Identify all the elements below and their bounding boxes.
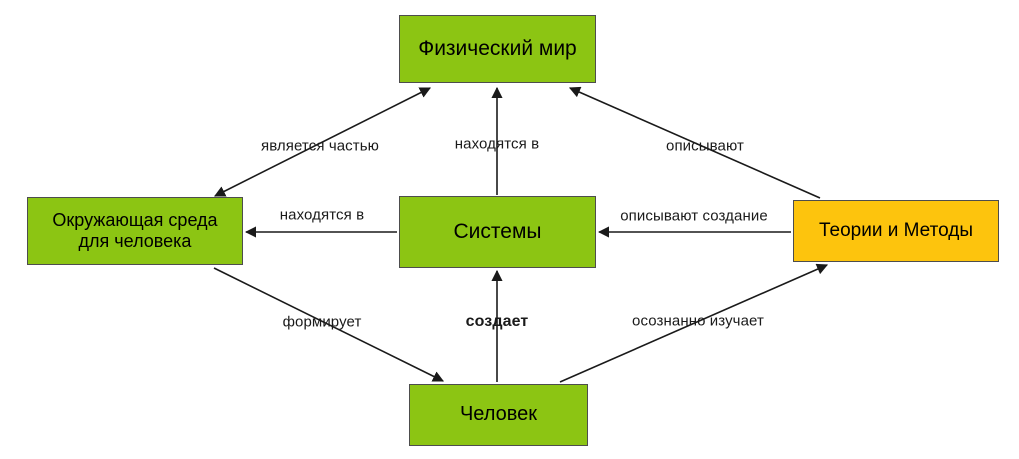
edge-label-environment-physical-world: является частью <box>260 137 380 155</box>
edge-label-theories-physical-world: описывают <box>666 137 744 155</box>
edge-label-theories-systems: описывают создание <box>620 207 768 225</box>
edge-label-human-systems: создает <box>465 313 529 330</box>
node-systems[interactable]: Системы <box>399 196 596 268</box>
edge-label-human-theories: осознанно изучает <box>632 312 764 330</box>
edge-label-environment-human: формирует <box>282 313 362 331</box>
edge-theories-physical-world <box>568 86 821 199</box>
edge-environment-physical-world <box>213 87 432 197</box>
edge-human-theories <box>559 263 829 383</box>
node-label-environment: Окружающая среда для человека <box>52 209 218 251</box>
node-label-systems: Системы <box>453 219 542 243</box>
node-theories-methods[interactable]: Теории и Методы <box>793 200 999 262</box>
edge-label-systems-physical-world: находятся в <box>454 135 540 153</box>
node-human[interactable]: Человек <box>409 384 588 446</box>
node-environment[interactable]: Окружающая среда для человека <box>27 197 243 265</box>
edge-label-systems-environment: находятся в <box>279 206 365 224</box>
edge-environment-human <box>213 267 445 382</box>
node-physical-world[interactable]: Физический мир <box>399 15 596 83</box>
node-label-theories-methods: Теории и Методы <box>819 219 973 241</box>
node-label-human: Человек <box>459 403 538 426</box>
node-label-physical-world: Физический мир <box>418 36 577 60</box>
